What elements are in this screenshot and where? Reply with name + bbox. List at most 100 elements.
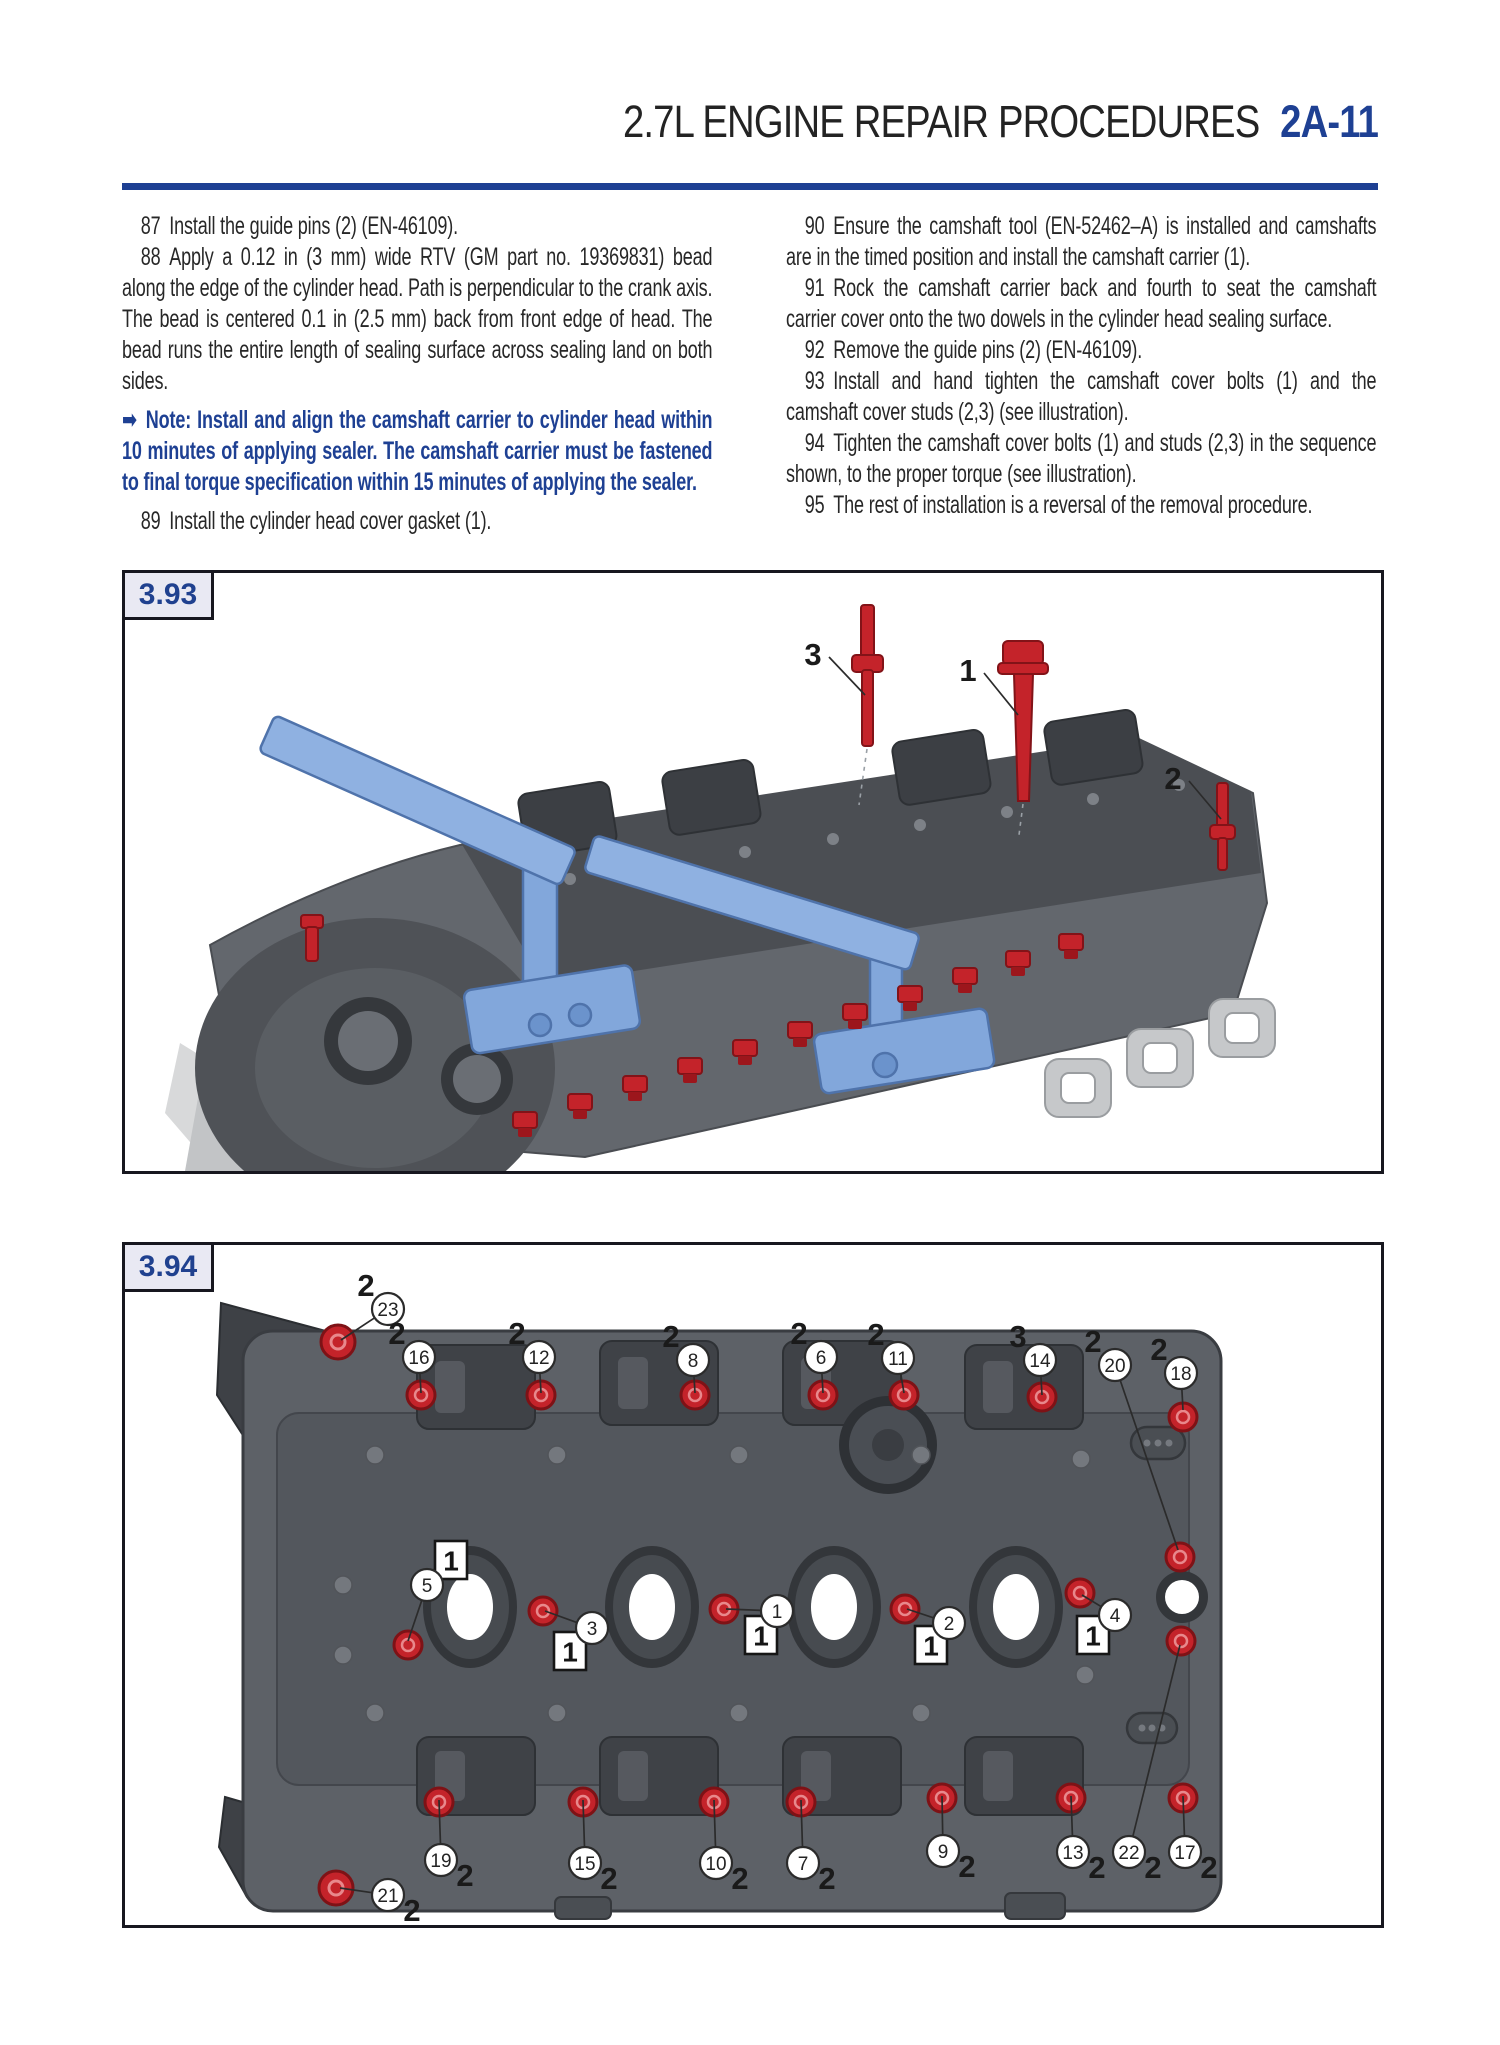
callout-leader-line — [582, 1799, 586, 1848]
fastener-callout-number: 2 — [1144, 1850, 1161, 1885]
fastener-callout-number: 2 — [818, 1861, 835, 1896]
figure-3-94: 3.94 — [122, 1242, 1384, 1928]
torque-sequence-circle — [759, 1593, 795, 1629]
torque-sequence-circle — [401, 1339, 437, 1375]
callout-leader-line — [983, 672, 1019, 716]
fastener-callout-number: 2 — [388, 1316, 405, 1351]
figure-number: 3.93 — [138, 578, 198, 611]
red-fasteners — [300, 604, 1236, 962]
callout-leader-line — [1081, 1594, 1102, 1608]
torque-sequence-number: 13 — [1062, 1843, 1083, 1864]
torque-sequence-number: 20 — [1104, 1356, 1125, 1377]
torque-sequence-number: 14 — [1029, 1351, 1051, 1372]
callout-square-number: 1 — [1085, 1620, 1101, 1651]
torque-sequence-circle — [521, 1339, 557, 1375]
fastener-callout-number: 2 — [662, 1319, 679, 1354]
torque-sequence-number: 9 — [938, 1842, 949, 1863]
torque-sequence-number: 5 — [422, 1576, 433, 1597]
procedure-step-87: 87 Install the guide pins (2) (EN-46109)… — [140, 212, 458, 240]
callout-leader-line — [1182, 1795, 1186, 1837]
callout-leader-line — [407, 1599, 423, 1642]
torque-sequence-number: 23 — [377, 1300, 398, 1321]
torque-sequence-number: 1 — [772, 1602, 783, 1623]
torque-sequence-circle — [1022, 1342, 1058, 1378]
spark-plug-tubes — [423, 1546, 1063, 1668]
engine-illustration — [165, 604, 1276, 1171]
fastener-callout-number: 2 — [731, 1861, 748, 1896]
figure-3-94-illustration: 2232162122826211314220218151311121421219… — [215, 1268, 1223, 1925]
page-header: 2.7L ENGINE REPAIR PROCEDURES 2A-11 — [310, 96, 1379, 148]
torque-sequence-circle — [370, 1291, 406, 1327]
torque-sequence-circle — [675, 1342, 711, 1378]
fastener-callout-number: 2 — [1200, 1850, 1217, 1885]
page-number: 2A-11 — [1280, 96, 1379, 147]
fastener-callout-number: 2 — [403, 1893, 420, 1925]
torque-sequence-number: 19 — [430, 1851, 451, 1872]
torque-sequence-number: 10 — [705, 1854, 726, 1875]
procedure-step-90: 90 Ensure the camshaft tool (EN-52462–A)… — [786, 212, 1377, 271]
procedure-step-88: 88 Apply a 0.12 in (3 mm) wide RTV (GM p… — [122, 243, 713, 395]
callout-leader-line — [1040, 1375, 1043, 1396]
torque-sequence-number: 6 — [816, 1348, 827, 1369]
fastener-callout-number: 2 — [958, 1849, 975, 1884]
page-title: 2.7L ENGINE REPAIR PROCEDURES — [622, 96, 1260, 147]
torque-sequence-circle — [931, 1605, 967, 1641]
header-rule — [122, 183, 1378, 190]
fastener-callout-number: 2 — [1084, 1324, 1101, 1359]
procedure-step-94: 94 Tighten the camshaft cover bolts (1) … — [786, 429, 1377, 488]
callout-leader-line — [899, 1373, 905, 1394]
callout-leader-line — [544, 1610, 578, 1624]
left-text-column: 87 Install the guide pins (2) (EN-46109)… — [122, 211, 713, 537]
callout-leader-line — [419, 1372, 422, 1394]
procedure-step-91: 91 Rock the camshaft carrier back and fo… — [786, 274, 1377, 333]
callout-leader-line — [1070, 1795, 1074, 1837]
torque-sequence-number: 16 — [408, 1348, 429, 1369]
callout-square-number: 1 — [753, 1620, 769, 1651]
torque-sequence-number: 17 — [1174, 1843, 1195, 1864]
torque-sequence-number: 3 — [587, 1619, 598, 1640]
callout-leader-line — [800, 1799, 804, 1848]
callout-leader-line — [821, 1372, 824, 1394]
figure-3-93: 3.93 — [122, 570, 1384, 1174]
fastener-callout-number: 2 — [790, 1316, 807, 1351]
torque-sequence-circle — [1111, 1834, 1147, 1870]
fastener-callout-number: 2 — [456, 1858, 473, 1893]
figure-3-93-illustration: 312 — [165, 604, 1276, 1171]
fastener-callout-number: 2 — [1150, 1332, 1167, 1367]
torque-sequence-number: 18 — [1170, 1364, 1191, 1385]
torque-sequence-circle — [698, 1845, 734, 1881]
torque-sequence-circle — [785, 1845, 821, 1881]
torque-sequence-number: 7 — [798, 1854, 809, 1875]
torque-sequence-number: 4 — [1110, 1606, 1121, 1627]
fastener-callout-number: 2 — [508, 1316, 525, 1351]
callout-leader-line — [339, 1887, 373, 1894]
callout-leader-line — [539, 1372, 542, 1394]
torque-sequence-number: 8 — [688, 1351, 699, 1372]
torque-sequence-circle — [567, 1845, 603, 1881]
torque-sequence-circle — [423, 1842, 459, 1878]
callout-leader-line — [906, 1608, 935, 1619]
figure-label: 3.93 — [122, 570, 214, 620]
right-text-column: 90 Ensure the camshaft tool (EN-52462–A)… — [786, 211, 1377, 521]
torque-sequence-circle — [1097, 1347, 1133, 1383]
torque-sequence-number: 2 — [944, 1614, 955, 1635]
callout-square-number: 1 — [443, 1545, 459, 1576]
procedure-step-89: 89 Install the cylinder head cover gaske… — [140, 507, 492, 535]
torque-sequence-number: 12 — [528, 1348, 549, 1369]
camshaft-cover-illustration — [215, 1301, 1223, 1920]
callout-leader-line — [828, 656, 866, 696]
torque-sequence-circle — [1055, 1834, 1091, 1870]
fastener-callout-number: 2 — [867, 1317, 884, 1352]
torque-sequence-circle — [370, 1877, 406, 1913]
fastener-callout-number: 3 — [804, 637, 821, 672]
callout-leader-line — [1132, 1644, 1181, 1837]
torque-sequence-circle — [409, 1567, 445, 1603]
torque-sequence-circle — [803, 1339, 839, 1375]
callout-leader-line — [438, 1799, 442, 1845]
fastener-callout-number: 1 — [959, 653, 976, 688]
torque-sequence-circle — [1167, 1834, 1203, 1870]
torque-sequence-number: 22 — [1118, 1843, 1139, 1864]
camshaft-tool — [259, 715, 996, 1095]
callout-leader-line — [713, 1799, 717, 1848]
